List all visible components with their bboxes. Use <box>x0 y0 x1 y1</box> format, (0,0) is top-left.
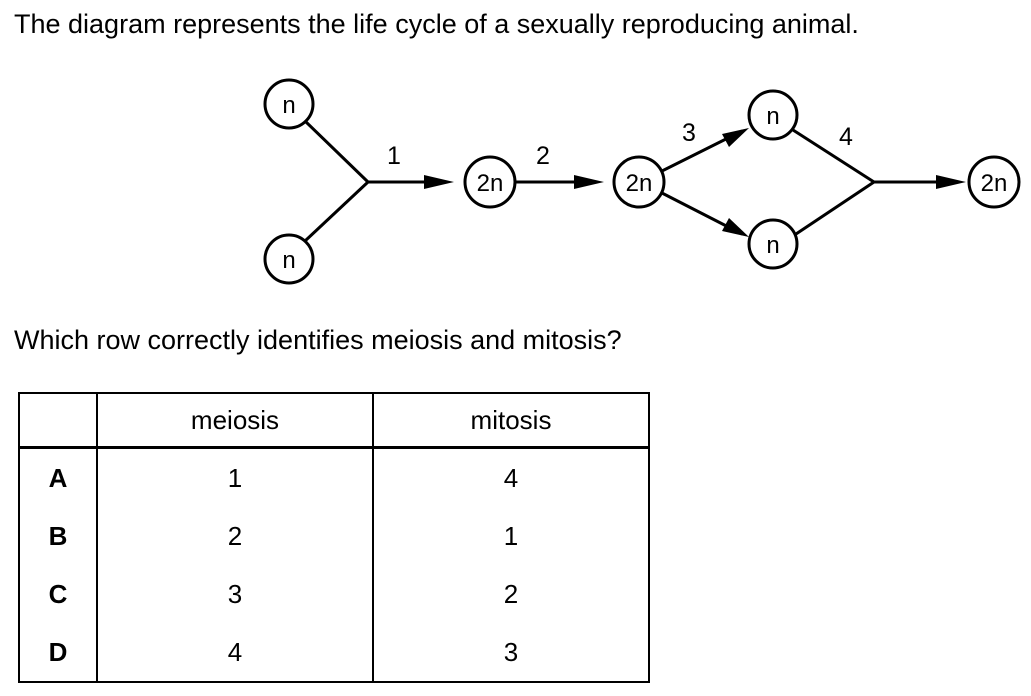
arrow-step-1-head <box>424 175 454 189</box>
header-key <box>18 393 98 449</box>
fusion-line-bottom <box>303 180 370 243</box>
node-zygote: 2n <box>463 155 517 209</box>
step-label-3: 3 <box>682 119 696 147</box>
intro-text: The diagram represents the life cycle of… <box>14 9 859 39</box>
fusion-line-step-4-lower <box>792 180 875 238</box>
table-row: B 2 1 <box>18 507 650 565</box>
node-gamete-top: n <box>263 78 315 130</box>
row-meiosis: 3 <box>96 565 374 623</box>
node-gamete-upper: n <box>747 89 799 141</box>
row-meiosis: 4 <box>96 623 374 682</box>
step-label-4: 4 <box>839 123 853 151</box>
node-gamete-top-label: n <box>282 92 295 119</box>
fusion-line-step-4-upper <box>792 128 875 184</box>
table-row: A 1 4 <box>18 447 650 507</box>
question-text: Which row correctly identifies meiosis a… <box>14 325 622 355</box>
row-mitosis: 3 <box>372 623 650 682</box>
table-row: D 4 3 <box>18 623 650 682</box>
node-offspring-label: 2n <box>981 170 1008 197</box>
arrow-step-2-head <box>574 175 604 189</box>
step-label-1: 1 <box>387 142 401 170</box>
node-gamete-upper-label: n <box>766 103 779 130</box>
node-adult: 2n <box>612 155 666 209</box>
node-gamete-lower: n <box>747 218 799 270</box>
node-gamete-bottom: n <box>263 233 315 285</box>
row-key: B <box>18 507 98 565</box>
header-mitosis: mitosis <box>372 393 650 449</box>
row-meiosis: 2 <box>96 507 374 565</box>
table-row: C 3 2 <box>18 565 650 623</box>
row-key: C <box>18 565 98 623</box>
fusion-line-top <box>303 119 370 184</box>
step-label-2: 2 <box>536 142 550 170</box>
node-gamete-lower-label: n <box>766 232 779 259</box>
node-zygote-label: 2n <box>477 170 504 197</box>
node-adult-label: 2n <box>626 170 653 197</box>
row-meiosis: 1 <box>96 447 374 507</box>
row-mitosis: 1 <box>372 507 650 565</box>
life-cycle-diagram: n n 2n 2n n n 2n 1 2 3 4 <box>263 78 1021 285</box>
row-mitosis: 4 <box>372 447 650 507</box>
arrow-step-4-head <box>936 175 966 189</box>
row-key: D <box>18 623 98 682</box>
arrow-step-3-lower-head <box>722 218 749 237</box>
arrow-step-3-upper-head <box>722 128 749 147</box>
node-gamete-bottom-label: n <box>282 247 295 274</box>
header-meiosis: meiosis <box>96 393 374 449</box>
row-mitosis: 2 <box>372 565 650 623</box>
table-header-row: meiosis mitosis <box>18 393 650 449</box>
node-offspring: 2n <box>967 155 1021 209</box>
answer-table: meiosis mitosis A 1 4 B 2 1 C 3 2 D 4 3 <box>18 392 650 683</box>
row-key: A <box>18 447 98 507</box>
